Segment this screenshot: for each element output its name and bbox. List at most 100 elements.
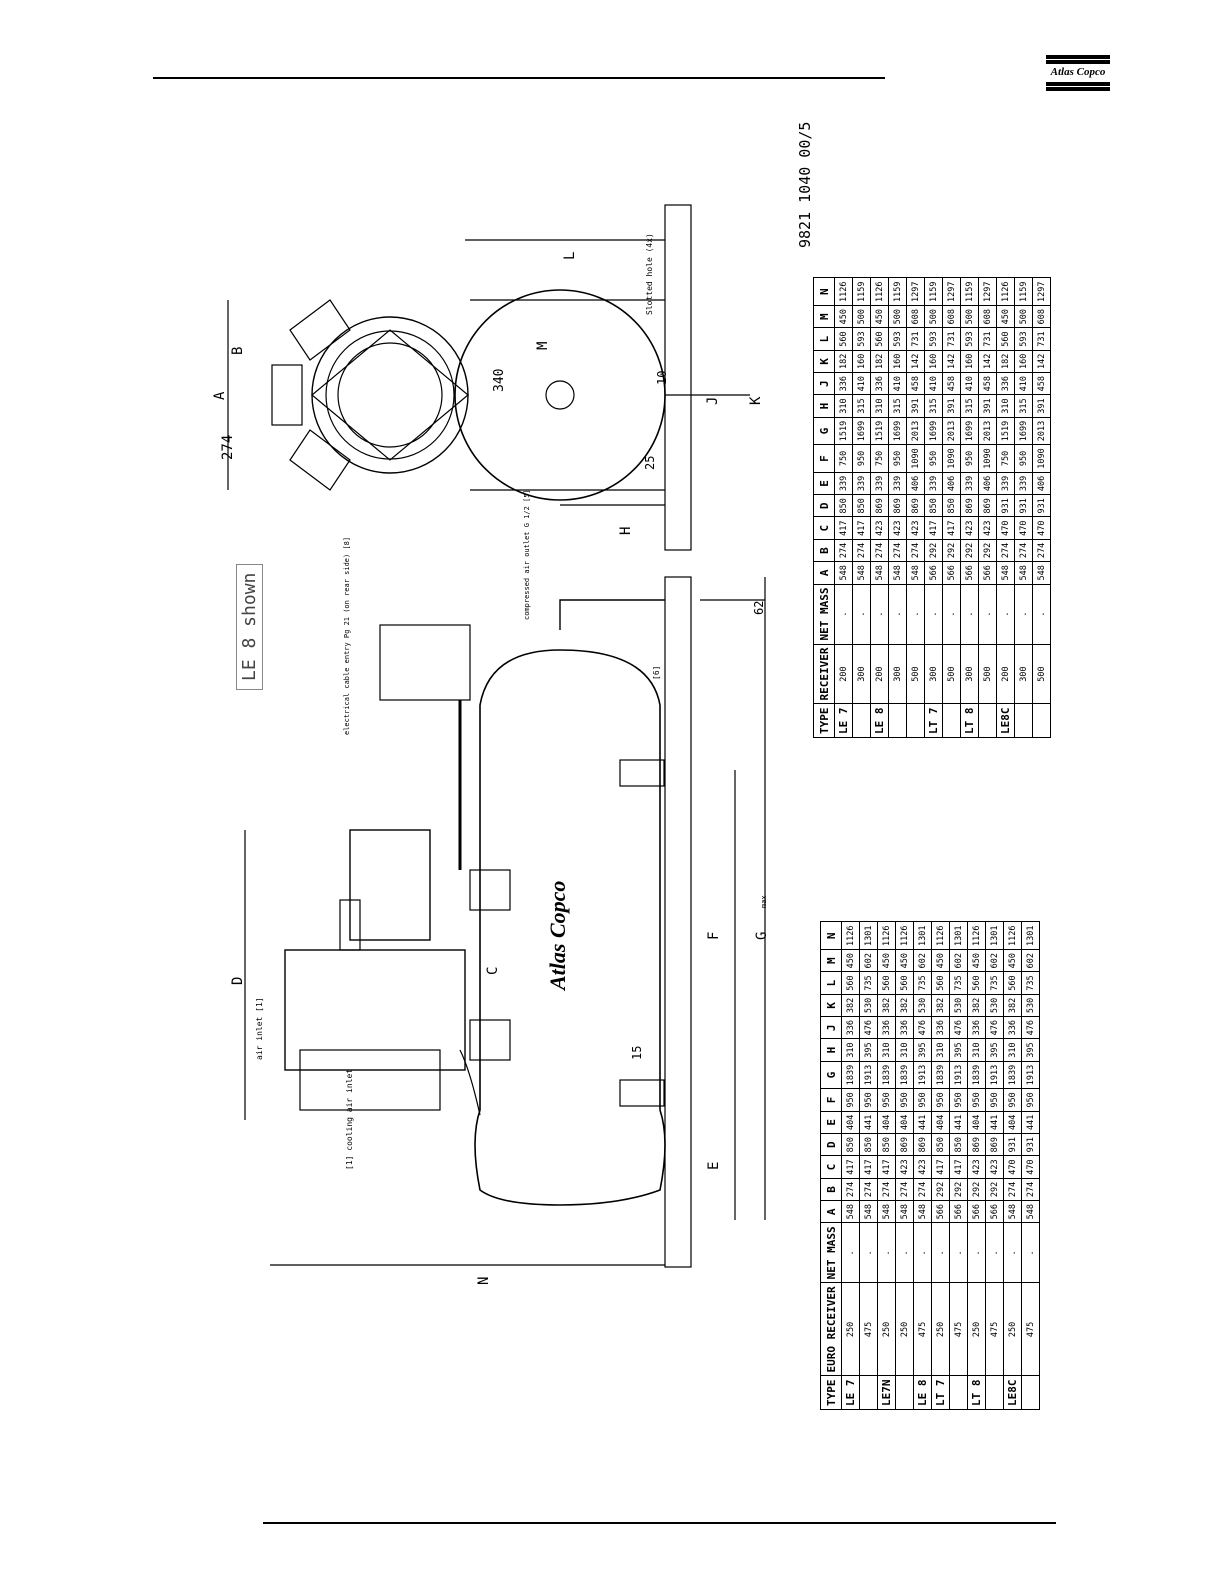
header-cell: N [813,277,835,306]
drawing-code: 9821 1040 00/5 [796,121,814,248]
table-cell: 160 [1014,350,1033,373]
table-cell: 566 [931,1200,950,1223]
table-cell: 1839 [931,1061,950,1089]
table-cell: LE7N [877,1376,896,1410]
table-cell: 339 [852,472,871,495]
table-cell: 1839 [895,1061,914,1089]
table-cell: 458 [978,372,997,395]
table-cell: 1699 [852,417,871,445]
table-cell: 548 [841,1200,860,1223]
table-cell: 450 [841,949,860,972]
header-cell: K [813,350,835,373]
table-cell: . [859,1222,878,1283]
table-cell: 2013 [978,417,997,445]
table-cell: LT 7 [924,704,943,738]
front-dim-f: F [706,931,722,940]
logo-bar-top2 [1046,60,1110,64]
table-cell: 274 [859,1178,878,1201]
header-rule [153,77,885,79]
table-cell: 475 [913,1282,932,1376]
table-cell: 548 [859,1200,878,1223]
table-cell: 475 [949,1282,968,1376]
table-cell: 950 [852,444,871,473]
table-cell: 566 [960,561,979,585]
table-cell: 315 [852,394,871,418]
table-cell: 1090 [942,444,961,473]
table-cell: 530 [859,994,878,1017]
table-cell: . [967,1222,986,1283]
table-cell: 423 [978,516,997,540]
table-cell: 250 [841,1282,860,1376]
table-cell: 310 [967,1038,986,1062]
table-cell: 1301 [913,922,932,950]
table-cell: 950 [931,1088,950,1112]
table-cell: 560 [841,971,860,995]
tank-brand: Atlas Copco [545,880,570,990]
table-cell: 274 [906,539,925,562]
table-cell: 160 [924,350,943,373]
header-cell: D [813,494,835,517]
front-dim-62: 62 [752,600,766,615]
table-cell [888,704,907,738]
table-cell: 315 [924,394,943,418]
header-cell: G [813,417,835,445]
table-cell: 274 [877,1178,896,1201]
table-cell: 548 [877,1200,896,1223]
table-cell: 593 [924,327,943,351]
table-cell: LE 7 [834,704,853,738]
table-cell: 410 [888,372,907,395]
table-cell: LE 8 [870,704,889,738]
table-cell: 931 [996,494,1015,517]
table-cell: 410 [852,372,871,395]
header-cell: E [813,472,835,495]
table-cell: 404 [967,1111,986,1134]
table-cell: . [960,584,979,645]
header-cell: G [820,1061,842,1089]
logo-bar-bottom2 [1046,87,1110,91]
front-dim-c: C [485,966,501,975]
header-cell: C [820,1155,842,1179]
table-cell: 274 [895,1178,914,1201]
side-dim-k: K [748,396,764,405]
table-cell: 602 [913,949,932,972]
table-cell: 931 [1032,494,1051,517]
header-cell: L [813,327,835,351]
table-cell: 1126 [1003,922,1022,950]
table-cell: 950 [924,444,943,473]
header-cell: M [813,305,835,328]
table-cell: 404 [841,1111,860,1134]
table-cell: 470 [1021,1155,1040,1179]
table-cell: 950 [960,444,979,473]
table-cell: 410 [1014,372,1033,395]
table-cell: 292 [942,539,961,562]
table-cell: 391 [978,394,997,418]
table-cell: 850 [949,1133,968,1156]
table-cell: 339 [888,472,907,495]
table-cell: 1519 [834,417,853,445]
table-cell: 566 [985,1200,1004,1223]
header-cell: F [820,1088,842,1112]
table-cell: 200 [870,644,889,704]
table-cell: 450 [967,949,986,972]
front-tank [474,649,666,1206]
table-cell: 1297 [906,277,925,306]
table-cell: 450 [834,305,853,328]
table-cell: 1301 [949,922,968,950]
motor [349,829,431,941]
table-cell: 850 [859,1133,878,1156]
table-cell: 441 [1021,1111,1040,1134]
header-cell: D [820,1133,842,1156]
table-cell [985,1376,1004,1410]
table-cell: 1839 [877,1061,896,1089]
table-cell: 475 [859,1282,878,1376]
header-cell: L [820,971,842,995]
table-cell: 950 [913,1088,932,1112]
header-cell: NET MASS [820,1222,842,1283]
table-cell: 2013 [1032,417,1051,445]
